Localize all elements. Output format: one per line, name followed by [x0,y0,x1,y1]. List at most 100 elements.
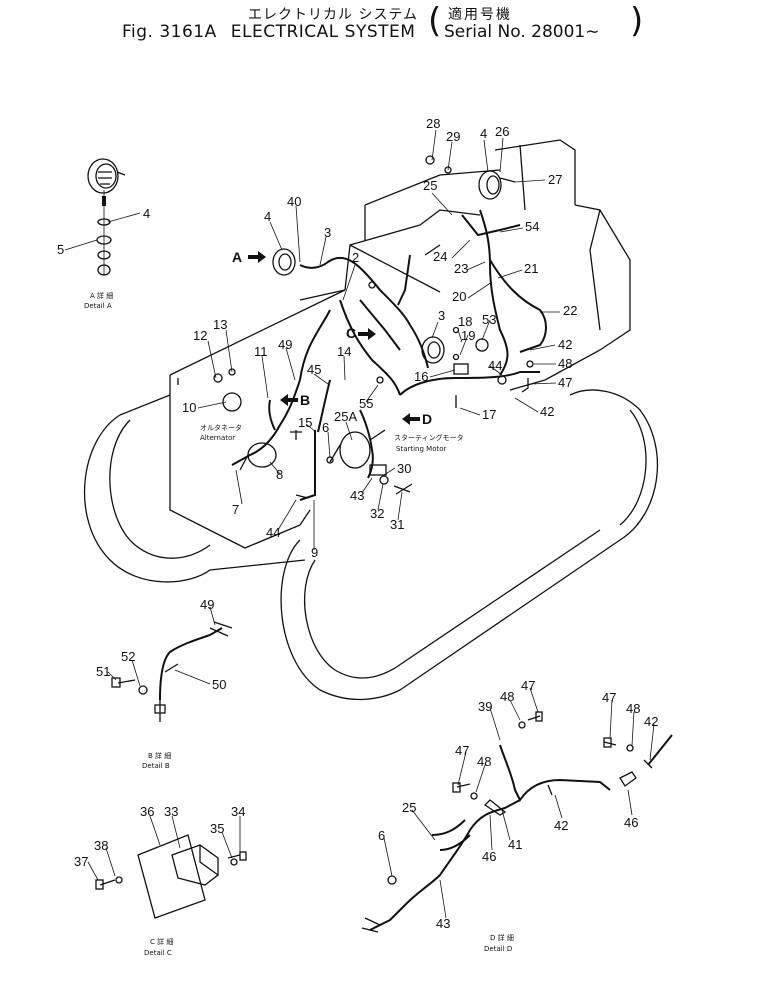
alternator-label-jp: オルタネータ [200,423,242,432]
part-label: 51 [96,664,110,679]
part-label: 46 [482,849,496,864]
part-label: 3 [438,308,445,323]
wiring-harness-main [231,209,547,501]
fig-number: Fig. 3161A [122,22,217,42]
part-label: 42 [644,714,658,729]
part-label: 46 [624,815,638,830]
part-label: 25 [423,178,437,193]
part-label: 25A [334,409,357,424]
part-label: 4 [480,126,487,141]
alternator [222,392,277,471]
starting-motor-label: Starting Motor [396,445,446,453]
svg-text:Detail C: Detail C [144,949,172,957]
svg-text:D: D [422,411,432,427]
svg-text:B: B [300,392,310,408]
figure-title: エレクトリカル システム ( 適用号機 Fig. 3161A ELECTRICAL… [0,0,766,60]
part-number-labels: 28 29 4 26 27 25 54 24 23 21 20 22 53 42… [57,116,658,931]
part-label: 54 [525,219,539,234]
part-label: 27 [548,172,562,187]
part-label: 5 [57,242,64,257]
svg-text:C 詳 細: C 詳 細 [150,937,173,946]
part-label: 42 [540,404,554,419]
part-label: 22 [563,303,577,318]
part-label: 43 [350,488,364,503]
svg-text:A 詳 細: A 詳 細 [90,291,113,300]
part-label: 18 [458,314,472,329]
part-label: 17 [482,407,496,422]
part-label: 42 [554,818,568,833]
svg-text:B 詳 細: B 詳 細 [148,751,171,760]
leader-lines [64,129,655,919]
svg-text:A: A [232,249,242,265]
title-name: ELECTRICAL SYSTEM [230,22,416,42]
part-label: 48 [477,754,491,769]
view-arrow-a: A [232,249,266,265]
detail-d: D 詳 細 Detail D [361,711,673,953]
part-label: 12 [193,328,207,343]
part-label: 55 [359,396,373,411]
part-label: 49 [200,597,214,612]
svg-text:Detail B: Detail B [142,762,170,770]
title-jp-serial: 適用号機 [448,7,512,23]
lamp-top [478,170,516,200]
part-label: 36 [140,804,154,819]
view-arrow-c: C [346,325,376,341]
part-label: 47 [558,375,572,390]
part-label: 39 [478,699,492,714]
part-label: 37 [74,854,88,869]
part-label: 28 [426,116,440,131]
part-label: 7 [232,502,239,517]
part-label: 25 [402,800,416,815]
part-label: 48 [626,701,640,716]
part-label: 41 [508,837,522,852]
part-label: 34 [231,804,245,819]
part-label: 30 [397,461,411,476]
part-label: 26 [495,124,509,139]
part-label: 53 [482,312,496,327]
view-arrow-b: B [280,392,310,408]
svg-text:D 詳 細: D 詳 細 [490,933,514,942]
part-label: 14 [337,344,351,359]
small-hardware [213,155,534,499]
view-arrow-d: D [402,411,432,427]
title-paren-open: ( [428,1,442,41]
part-label: 9 [311,545,318,560]
part-label: 32 [370,506,384,521]
part-label: 29 [446,129,460,144]
part-label: 45 [307,362,321,377]
part-label: 4 [264,209,271,224]
part-label: 21 [524,261,538,276]
lamp-front [272,248,445,364]
part-label: 31 [390,517,404,532]
part-label: 20 [452,289,466,304]
part-label: 4 [143,206,150,221]
starting-motor [329,429,387,476]
part-label: 23 [454,261,468,276]
part-label: 35 [210,821,224,836]
part-label: 15 [298,415,312,430]
part-label: 38 [94,838,108,853]
part-label: 8 [276,467,283,482]
part-label: 6 [378,828,385,843]
part-label: 43 [436,916,450,931]
part-label: 33 [164,804,178,819]
part-label: 2 [352,250,359,265]
part-label: 48 [558,356,572,371]
svg-text:C: C [346,325,356,341]
title-en: Fig. 3161A ELECTRICAL SYSTEM [122,22,415,42]
part-label: 47 [602,690,616,705]
part-label: 3 [324,225,331,240]
part-label: 44 [266,525,280,540]
title-jp: エレクトリカル システム [248,7,419,23]
machine-body [83,139,659,701]
detail-a: A 詳 細 Detail A [84,158,126,310]
part-label: 47 [455,743,469,758]
part-label: 13 [213,317,227,332]
part-label: 44 [488,358,502,373]
part-label: 16 [414,369,428,384]
alternator-label: Alternator [200,434,235,442]
part-label: 19 [461,328,475,343]
part-label: 40 [287,194,301,209]
part-label: 48 [500,689,514,704]
